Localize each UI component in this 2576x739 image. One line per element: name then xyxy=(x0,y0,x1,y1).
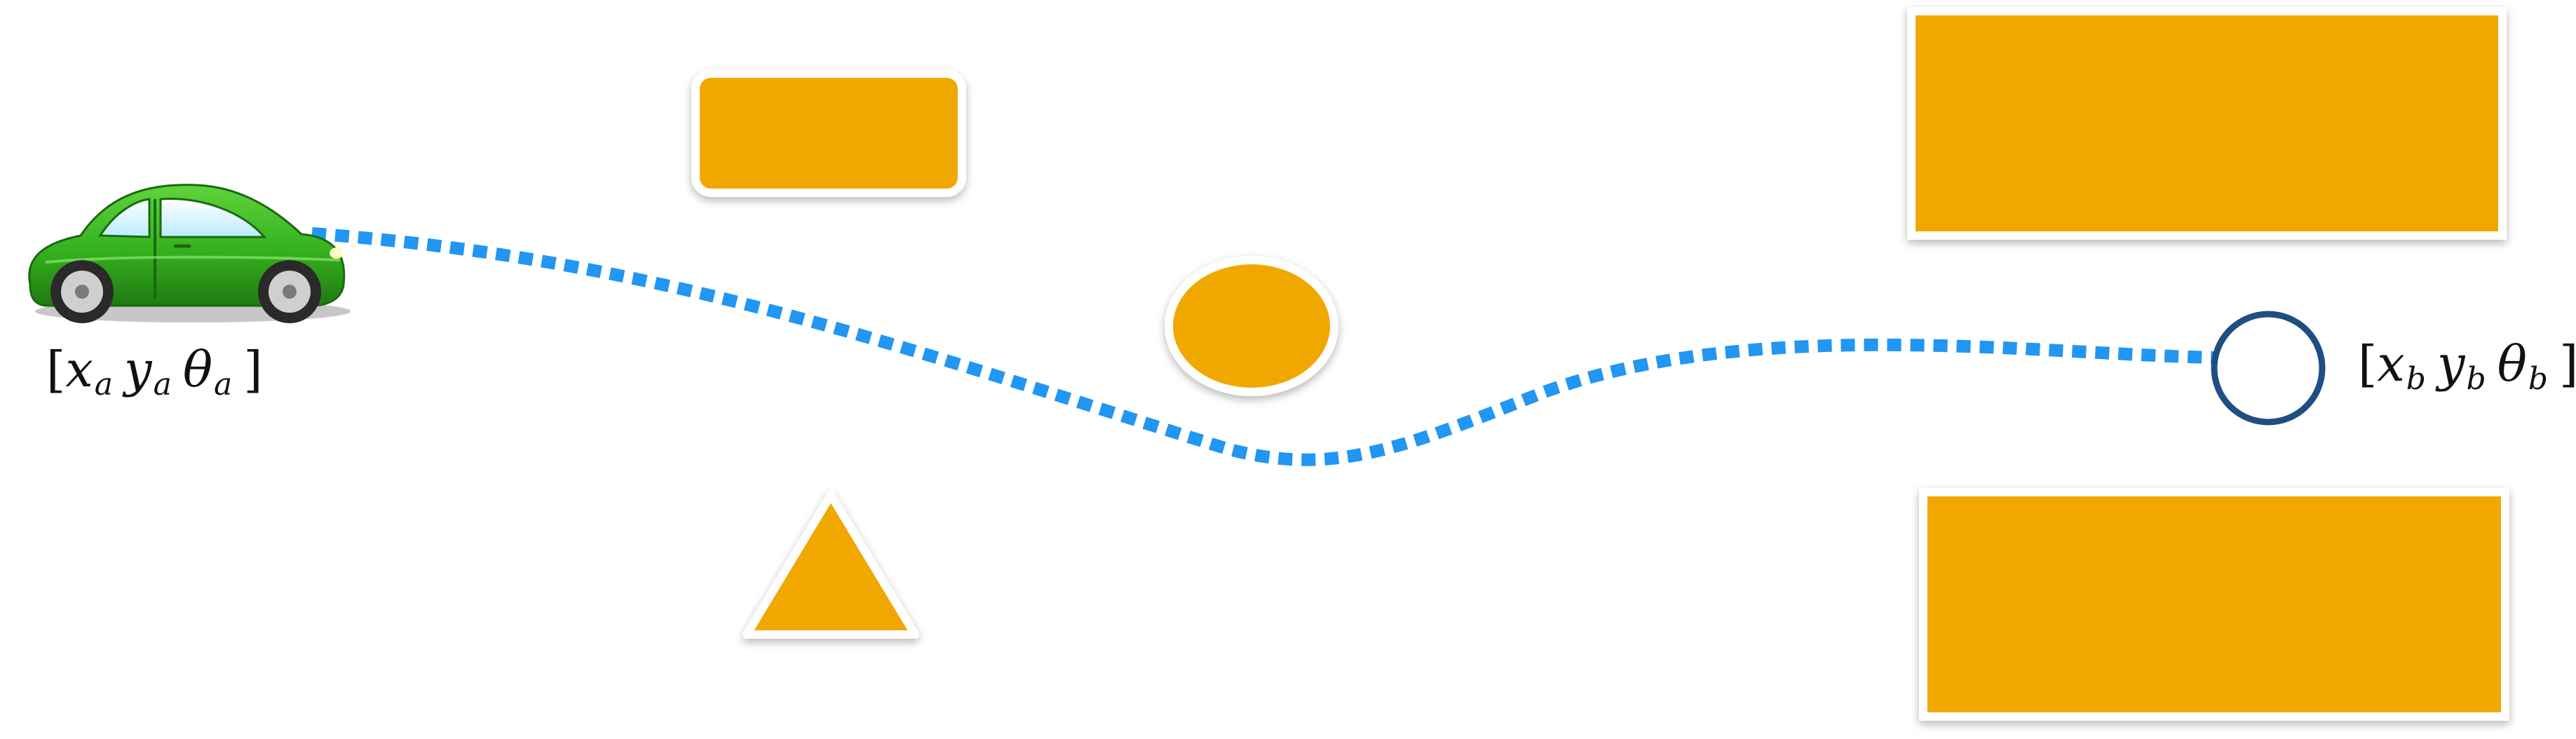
goal-x: xb xyxy=(2377,335,2426,397)
goal-bracket-open: [ xyxy=(2358,335,2378,393)
start-y: ya xyxy=(124,341,172,402)
start-bracket-close: ] xyxy=(243,341,263,398)
car-rear-wheel xyxy=(50,260,114,323)
goal-theta: θb xyxy=(2497,335,2549,397)
obstacle-small-rectangle xyxy=(691,69,966,197)
start-theta: θa xyxy=(182,341,233,402)
obstacles xyxy=(691,7,2509,721)
start-x: xa xyxy=(65,341,114,402)
obstacle-large-rectangle-bottom xyxy=(1919,488,2509,721)
car-front-wheel xyxy=(258,260,321,323)
goal-y: yb xyxy=(2436,335,2486,397)
car-icon xyxy=(28,184,351,323)
obstacle-triangle xyxy=(743,491,919,639)
car-rear-window xyxy=(98,198,151,238)
goal-circle-icon xyxy=(2211,311,2326,426)
start-bracket-open: [ xyxy=(46,341,66,398)
planned-path xyxy=(311,227,2216,466)
obstacle-ellipse xyxy=(1165,256,1338,396)
goal-bracket-close: ] xyxy=(2559,335,2576,393)
car-front-window xyxy=(159,198,267,238)
obstacle-large-rectangle-top xyxy=(1907,7,2507,240)
